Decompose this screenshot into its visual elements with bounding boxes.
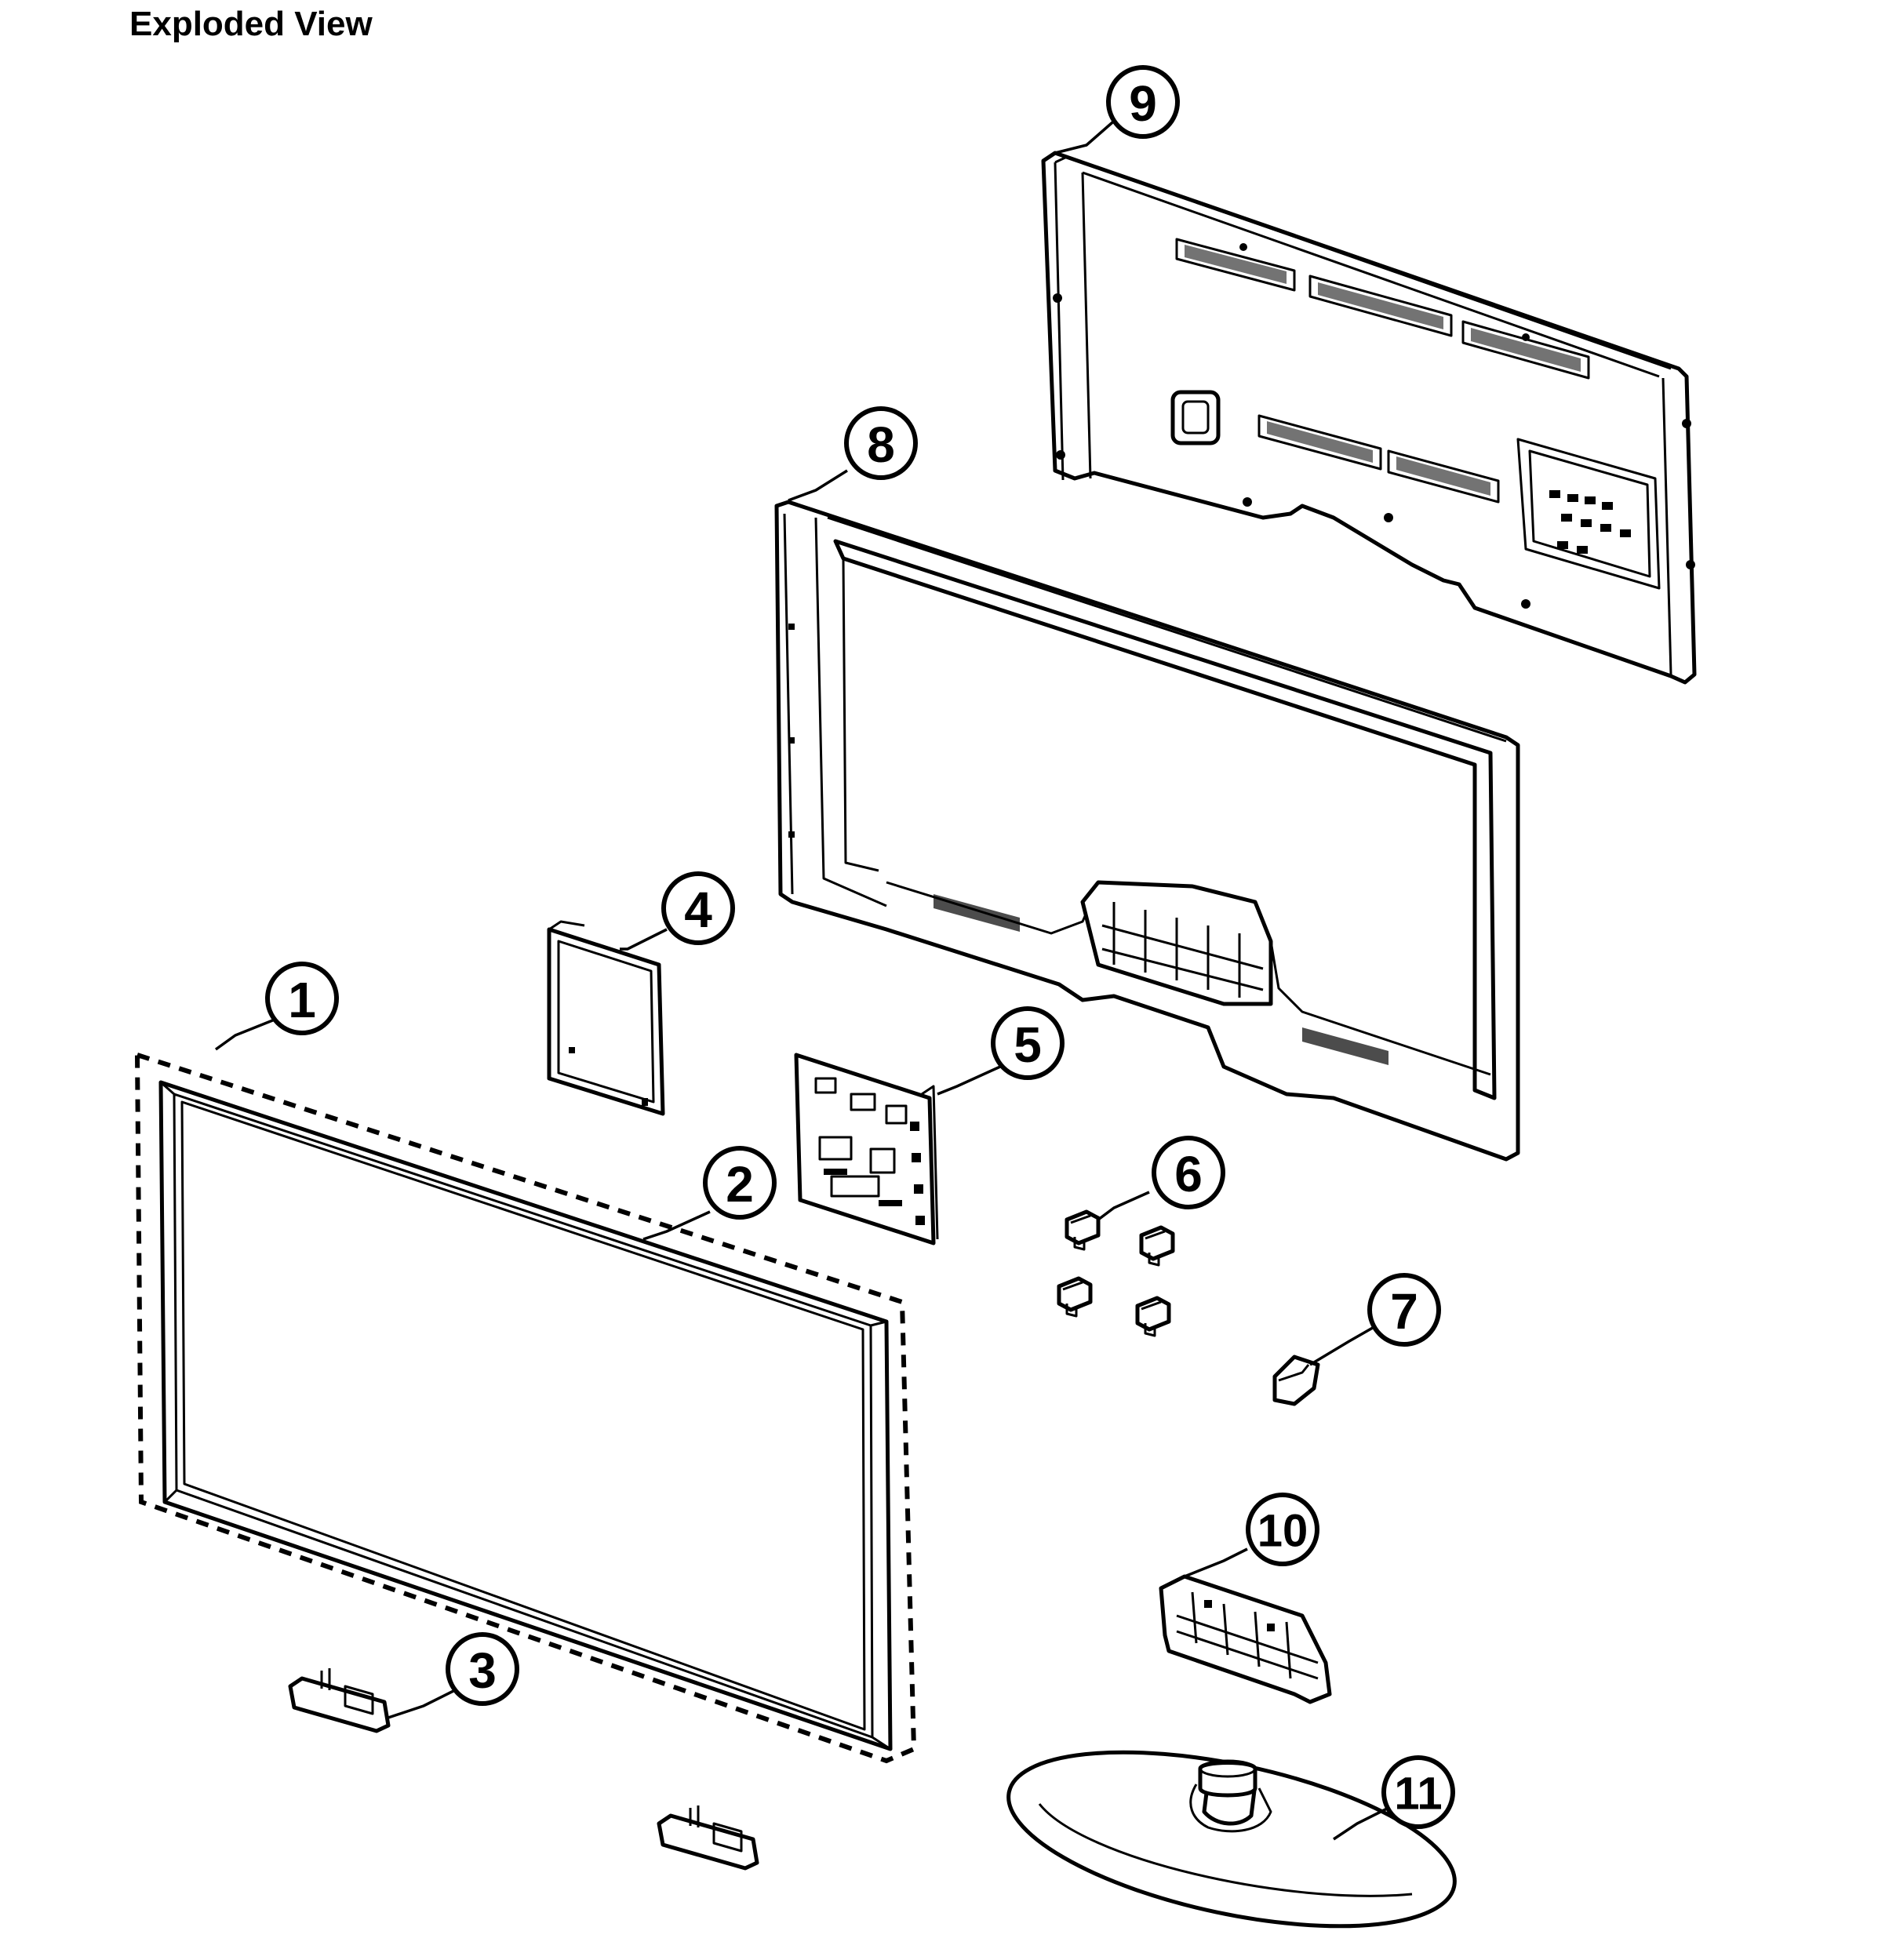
callout-label-9: 9 (1129, 75, 1157, 132)
page-title: Exploded View (129, 5, 373, 43)
callout-8: 8 (844, 406, 918, 480)
part-8-front-bezel (774, 500, 1520, 1162)
part-3-speakers (288, 1668, 759, 1871)
callout-6: 6 (1152, 1136, 1225, 1209)
callout-9: 9 (1106, 65, 1180, 139)
part-11-stand-base (1006, 1750, 1457, 1929)
callout-2: 2 (703, 1146, 777, 1220)
callout-label-8: 8 (867, 416, 895, 473)
part-6-brackets (1057, 1209, 1175, 1337)
part-7-bracket (1272, 1355, 1320, 1406)
part-5-main-board (794, 1053, 939, 1245)
callout-5: 5 (991, 1006, 1065, 1080)
callout-10: 10 (1246, 1493, 1319, 1566)
part-4-circuit-board (547, 920, 665, 1116)
part-10-stand-neck (1159, 1574, 1332, 1704)
callout-label-5: 5 (1014, 1016, 1042, 1073)
callout-label-4: 4 (684, 882, 712, 938)
callout-label-1: 1 (288, 972, 316, 1028)
callout-label-10: 10 (1257, 1506, 1308, 1557)
callout-1: 1 (265, 962, 339, 1035)
callout-label-7: 7 (1390, 1283, 1418, 1340)
callout-label-11: 11 (1394, 1769, 1442, 1820)
callout-7: 7 (1367, 1273, 1441, 1347)
part-1-panel-assembly-outline (134, 1051, 917, 1764)
callout-label-6: 6 (1174, 1146, 1203, 1202)
part-2-lcd-panel (158, 1080, 893, 1751)
leader-lines (214, 116, 1389, 1841)
callout-label-3: 3 (468, 1642, 497, 1699)
callout-4: 4 (661, 871, 735, 945)
callout-label-2: 2 (726, 1156, 754, 1213)
callout-11: 11 (1381, 1755, 1455, 1829)
part-9-rear-cover (1041, 151, 1697, 685)
callout-3: 3 (446, 1632, 519, 1706)
